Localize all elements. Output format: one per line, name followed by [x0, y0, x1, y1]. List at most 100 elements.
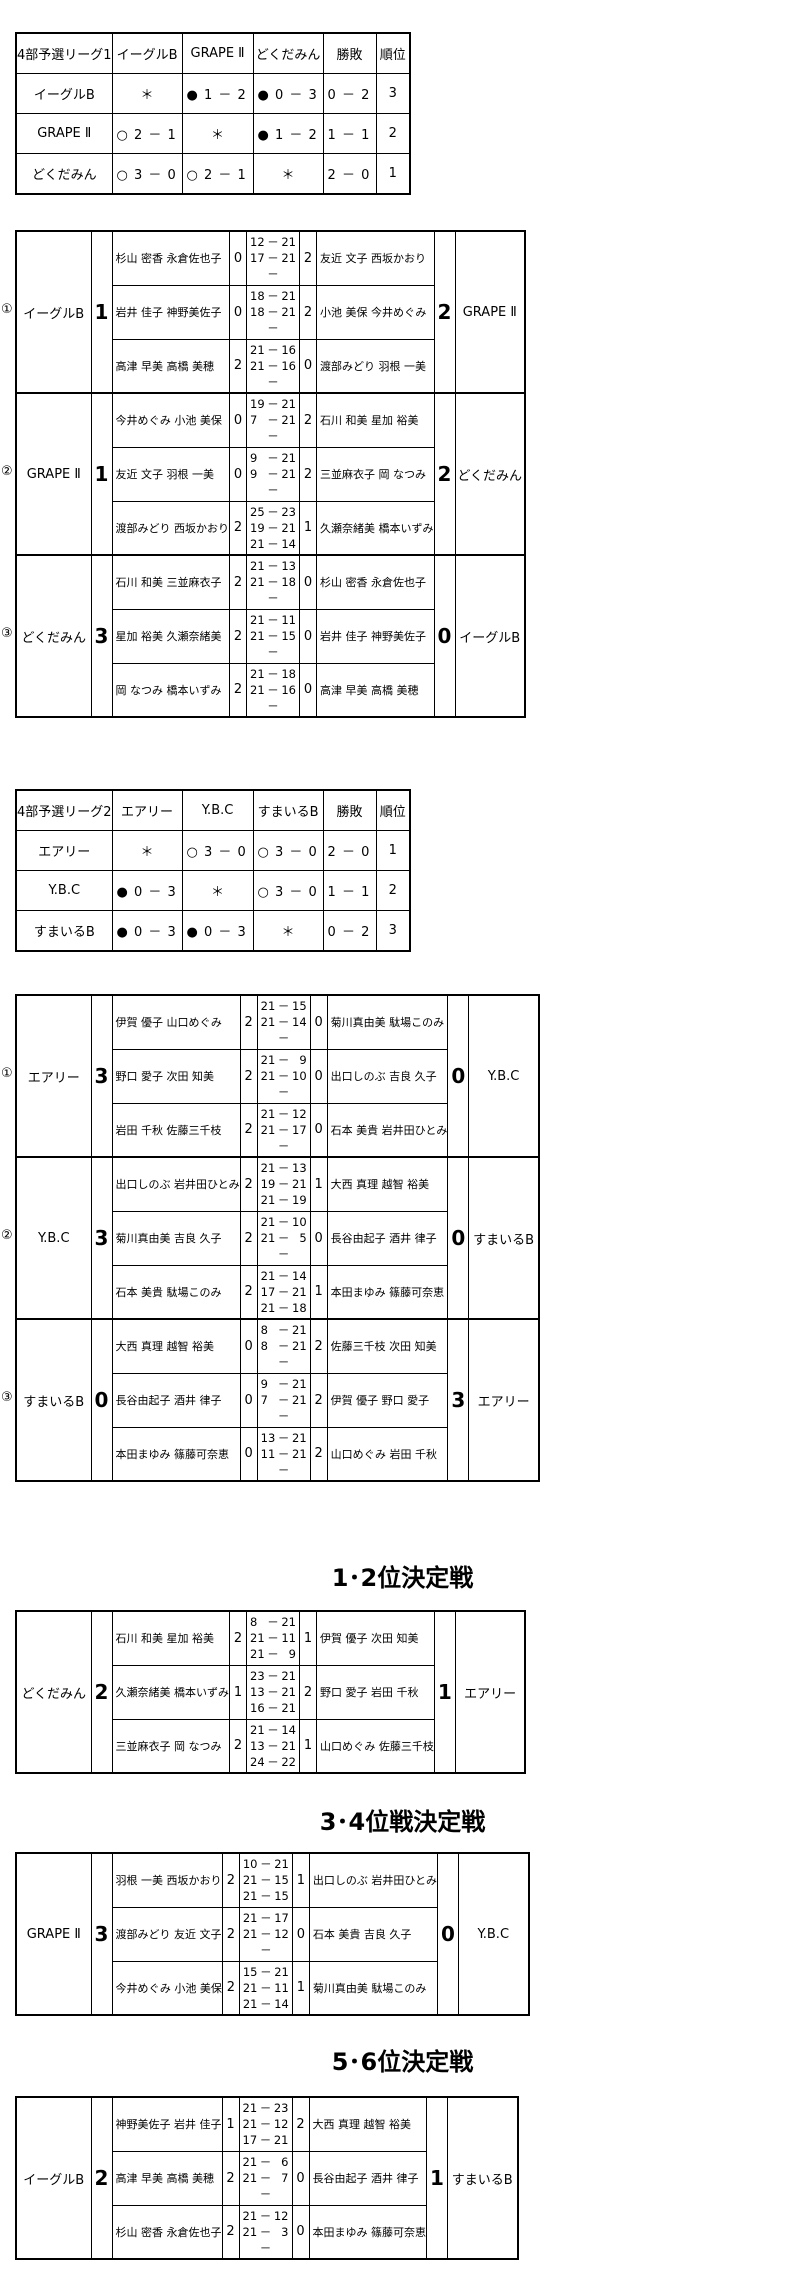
points-dash: －: [277, 1446, 290, 1461]
pair1-names: 今井めぐみ 小池 美保: [111, 1960, 223, 2016]
set-score-line: －: [248, 320, 299, 336]
set-score-line: 21－18: [248, 666, 299, 682]
set-score-line: 9－21: [248, 466, 299, 482]
points-left: 7: [260, 1393, 268, 1407]
points-right: 11: [274, 1980, 289, 1995]
points-left: 8: [260, 1323, 268, 1338]
points-left: 21: [260, 1193, 276, 1208]
points-right: [280, 590, 296, 606]
match-number: ②: [1, 464, 13, 479]
set-score-line: 19－21: [258, 1176, 309, 1192]
points-left: [250, 266, 266, 282]
set-score-line: 17－21: [248, 250, 299, 266]
points-right: 21: [292, 1284, 307, 1299]
match-result-cell: ● 1 － 2: [181, 73, 254, 114]
points-right: 23: [273, 2101, 289, 2116]
team1-total: 2: [90, 1610, 113, 1774]
match-number: ②: [1, 1228, 13, 1243]
pair2-sets-won: 1: [309, 1156, 328, 1212]
points-left: 21: [260, 1069, 276, 1083]
points-right: 7: [281, 2171, 289, 2185]
pair2-names: 出口しのぶ 岩井田ひとみ: [308, 1852, 439, 1908]
win-loss-cell: 0 － 2: [322, 73, 377, 114]
pair1-sets-won: 2: [221, 1852, 240, 1908]
win-loss-cell: 1 － 1: [322, 113, 377, 154]
set-score-line: 17－21: [240, 2132, 291, 2148]
points-left: 21: [250, 342, 265, 357]
points-left: 19: [250, 397, 265, 412]
points-right: 21: [281, 289, 296, 303]
pair2-sets-won: 2: [291, 2096, 310, 2152]
team2-total: 1: [433, 1610, 456, 1774]
points-dash: －: [277, 1177, 290, 1192]
points-dash: －: [267, 251, 279, 266]
set-score-line: 8－21: [258, 1322, 309, 1338]
pair1-sets-won: 2: [239, 1156, 258, 1212]
set-score-line: 21－12: [240, 2208, 291, 2224]
points-dash: －: [267, 1754, 279, 1769]
points-right: 3: [281, 2224, 289, 2239]
points-left: 9: [260, 1377, 268, 1391]
set-score-line: －: [248, 644, 299, 660]
points-dash: －: [267, 289, 279, 303]
points-right: 21: [281, 251, 296, 266]
points-left: 21: [250, 682, 265, 697]
set-score-line: 21－18: [258, 1300, 309, 1316]
pair2-names: 石本 美貴 吉良 久子: [308, 1906, 439, 1962]
points-dash: －: [277, 1015, 290, 1030]
team1-total: 0: [90, 1318, 113, 1482]
points-left: 21: [250, 1647, 265, 1662]
points-left: 8: [260, 1339, 268, 1354]
set-score-line: －: [258, 1030, 309, 1046]
points-dash: －: [267, 1701, 279, 1715]
pair1-names: 岩田 千秋 佐藤三千枝: [111, 1102, 241, 1158]
points-right: 9: [288, 1647, 296, 1662]
set-score-line: 21－7: [240, 2170, 291, 2186]
pair1-names: 杉山 密香 永倉佐也子: [111, 2204, 223, 2260]
match-result-cell: ○ 3 － 0: [252, 870, 324, 911]
pair2-sets-won: 2: [309, 1372, 328, 1428]
pair1-sets-won: 2: [239, 1264, 258, 1320]
pair1-names: 友近 文子 羽根 一美: [111, 446, 230, 502]
points-right: 21: [292, 1393, 307, 1407]
win-loss-cell: 0 － 2: [322, 910, 377, 952]
team1-name: GRAPE Ⅱ: [15, 1852, 92, 2016]
points-dash: －: [277, 1161, 290, 1176]
points-left: 21: [242, 1911, 258, 1925]
team2-name: すまいるB: [447, 2096, 518, 2260]
points-right: 15: [281, 629, 296, 643]
set-score-line: 21－14: [258, 1014, 309, 1030]
pair1-sets-won: 1: [229, 1664, 247, 1720]
pair2-sets-won: 1: [291, 1852, 310, 1908]
points-dash: －: [267, 235, 279, 250]
points-right: [280, 266, 296, 282]
match-result-cell: ● 0 － 3: [111, 910, 183, 952]
points-dash: －: [267, 536, 279, 551]
set-score-line: 19－21: [248, 520, 299, 536]
match-result-cell: ＊: [181, 870, 254, 911]
set-score-line: 21－9: [258, 1052, 309, 1068]
points-left: 9: [250, 467, 258, 481]
pair2-names: 山口めぐみ 佐藤三千枝: [316, 1718, 435, 1774]
points-dash: －: [259, 2187, 272, 2201]
pair1-sets-won: 0: [229, 392, 247, 448]
points-dash: －: [277, 1409, 290, 1423]
pair2-names: 長谷由起子 酒井 律子: [308, 2150, 427, 2206]
set-score-line: －: [258, 1408, 309, 1424]
points-dash: －: [267, 483, 279, 497]
set-score-line: －: [258, 1138, 309, 1154]
points-right: 6: [281, 2155, 289, 2169]
points-left: 21: [242, 1927, 258, 1941]
